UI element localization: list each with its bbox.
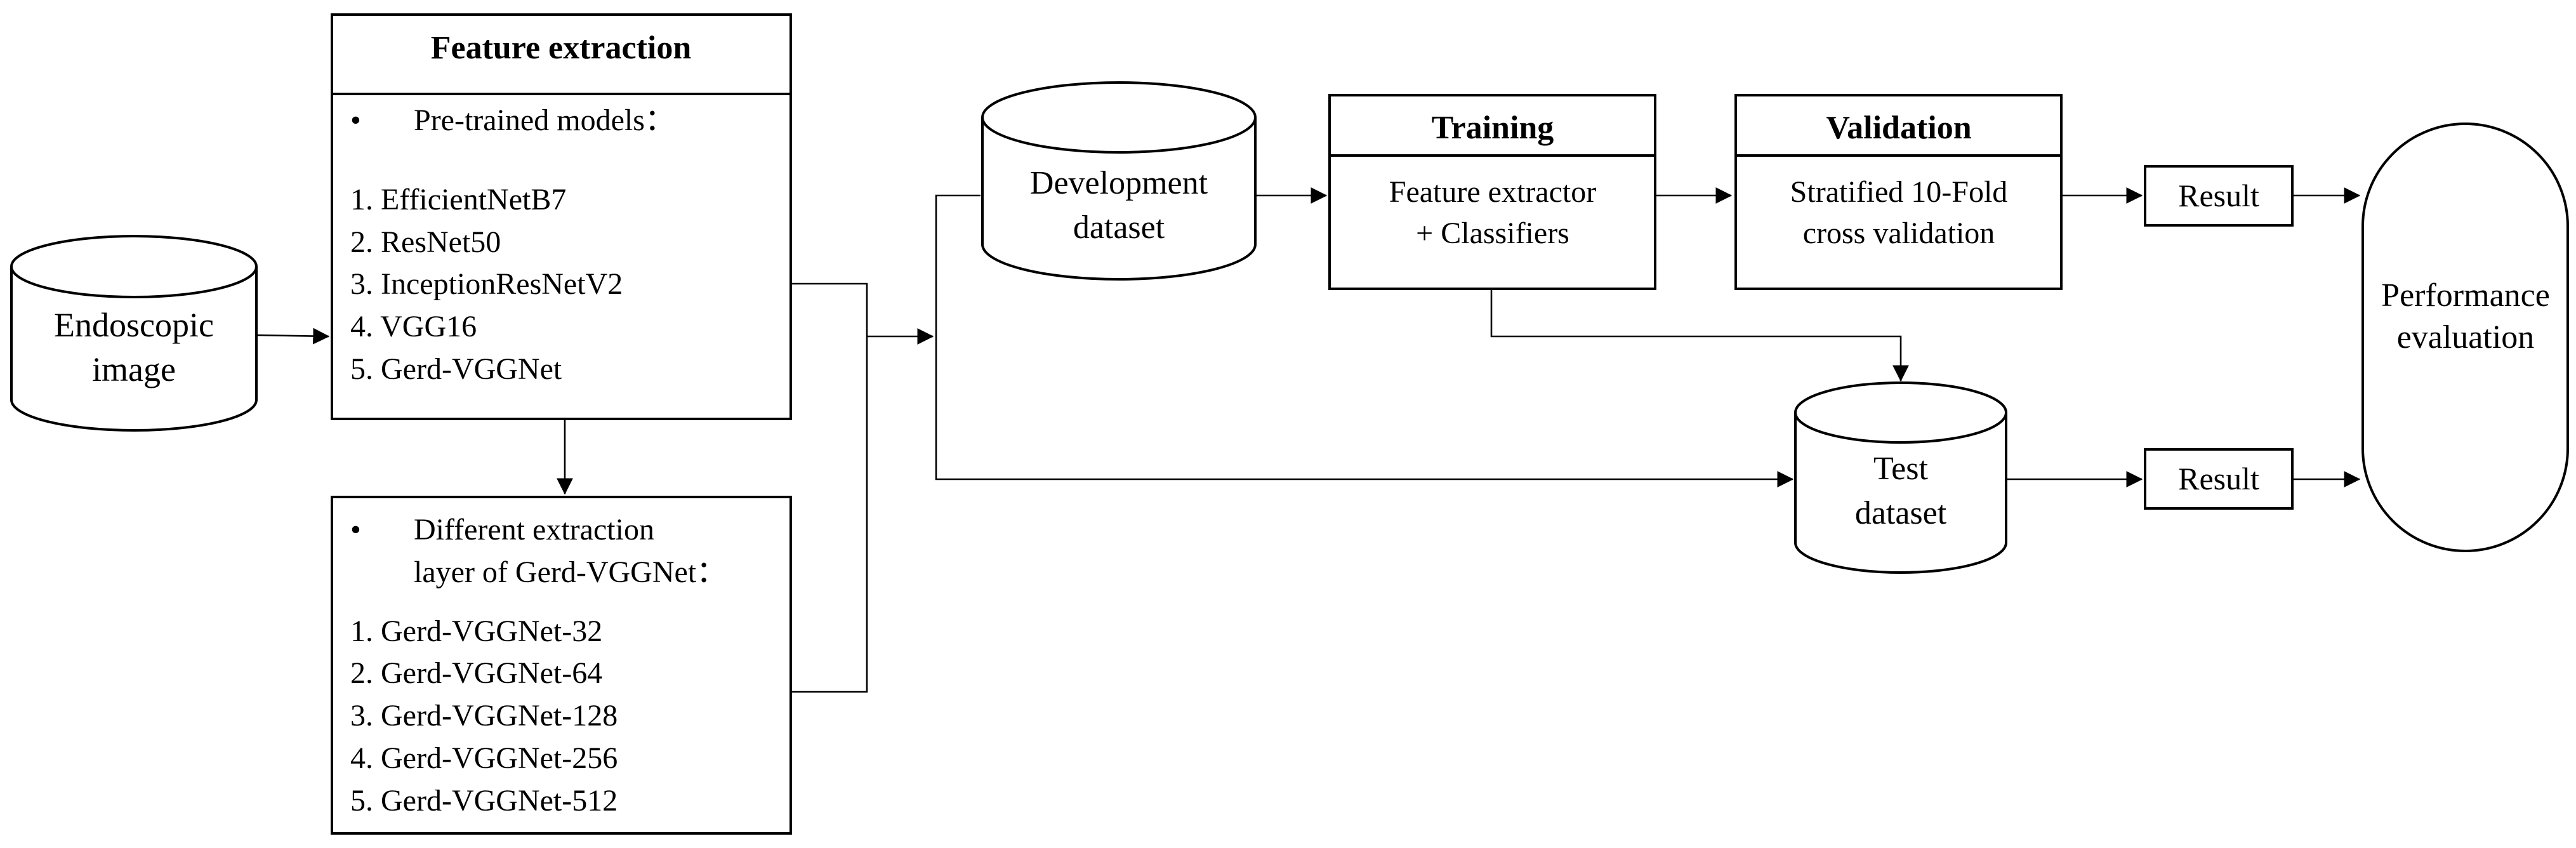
- extraction-layers-box: • Different extraction layer of Gerd-VGG…: [331, 496, 792, 835]
- result-box-bottom: Result: [2144, 448, 2294, 510]
- layer-item: 2. Gerd-VGGNet-64: [350, 656, 602, 690]
- connectors: [256, 187, 2361, 693]
- endoscopic-label-line-1: Endoscopic: [54, 306, 214, 344]
- development-dataset-cylinder: Development dataset: [981, 81, 1257, 281]
- development-label-line-1: Development: [1030, 165, 1208, 201]
- test-label-line-1: Test: [1873, 451, 1928, 487]
- validation-box: Validation Stratified 10-Fold cross vali…: [1734, 94, 2063, 290]
- model-item: 2. ResNet50: [350, 225, 501, 259]
- model-item: 3. InceptionResNetV2: [350, 267, 623, 301]
- test-label-line-2: dataset: [1855, 495, 1947, 531]
- model-item: 4. VGG16: [350, 310, 477, 343]
- training-box: Training Feature extractor + Classifiers: [1328, 94, 1656, 290]
- pretrained-models-heading: Pre-trained models：: [414, 103, 675, 137]
- layers-heading-line-2: layer of Gerd-VGGNet：: [414, 555, 727, 589]
- endoscopic-label-line-2: image: [92, 350, 176, 388]
- line-merge-branch: [935, 194, 1794, 487]
- layers-heading-line-1: Different extraction: [414, 513, 654, 547]
- layer-item: 5. Gerd-VGGNet-512: [350, 784, 618, 818]
- model-item: 5. Gerd-VGGNet: [350, 352, 562, 386]
- line-feature-to-merge: [791, 282, 868, 693]
- arrow-training-to-test: [1490, 289, 1909, 382]
- training-line-2: + Classifiers: [1416, 216, 1569, 250]
- model-item: 1. EfficientNetB7: [350, 183, 566, 216]
- validation-line-2: cross validation: [1803, 216, 1995, 250]
- layer-item: 3. Gerd-VGGNet-128: [350, 699, 618, 732]
- layer-item: 4. Gerd-VGGNet-256: [350, 741, 618, 775]
- layers-bullet: •: [350, 513, 361, 547]
- feature-bullet: •: [350, 103, 361, 137]
- endoscopic-image-cylinder: Endoscopic image: [10, 235, 258, 432]
- result-bottom-label: Result: [2178, 461, 2259, 496]
- performance-label-line-1: Performance: [2381, 277, 2550, 314]
- arrow-endoscopic-to-feature: [256, 328, 330, 345]
- result-box-top: Result: [2144, 165, 2294, 227]
- feature-extraction-box: Feature extraction • Pre-trained models：…: [331, 13, 792, 420]
- performance-label-line-2: evaluation: [2397, 319, 2535, 355]
- validation-line-1: Stratified 10-Fold: [1790, 175, 2008, 209]
- test-dataset-cylinder: Test dataset: [1794, 381, 2007, 574]
- training-title: Training: [1432, 110, 1554, 146]
- development-label-line-2: dataset: [1073, 209, 1165, 246]
- validation-title: Validation: [1826, 110, 1971, 146]
- feature-extraction-title: Feature extraction: [431, 30, 692, 66]
- layer-item: 1. Gerd-VGGNet-32: [350, 614, 602, 648]
- training-line-1: Feature extractor: [1389, 175, 1597, 209]
- performance-evaluation-node: Performance evaluation: [2361, 123, 2569, 552]
- result-top-label: Result: [2178, 178, 2259, 213]
